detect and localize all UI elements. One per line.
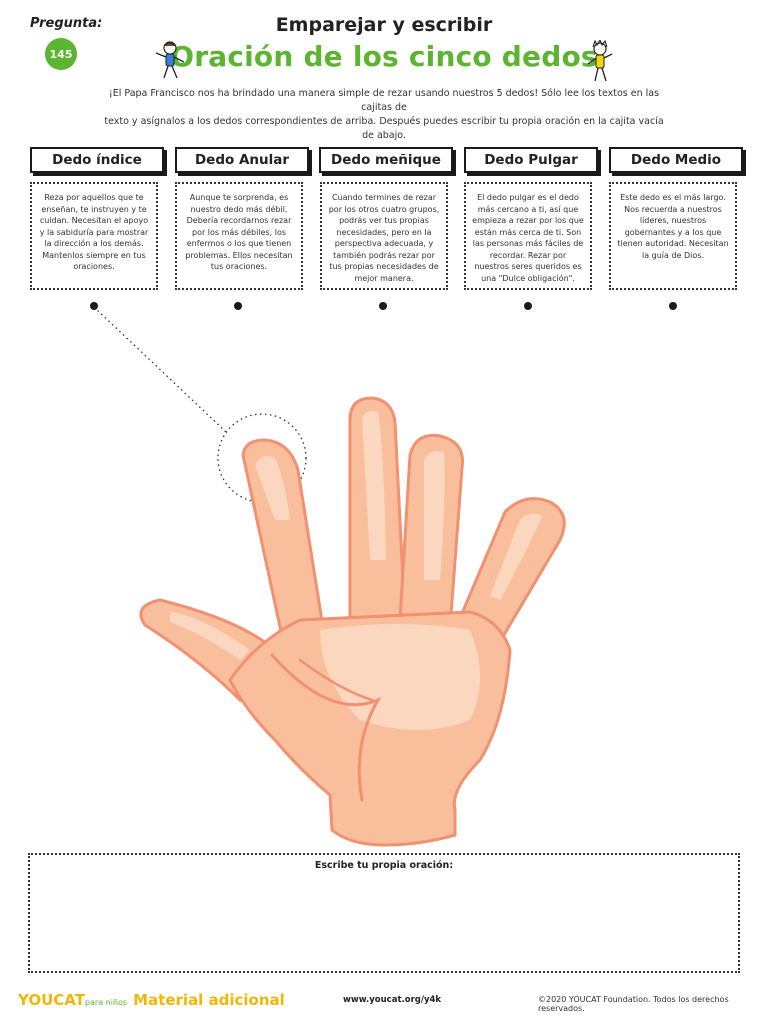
material-label: Material adicional [133,991,285,1009]
finger-text-box-1[interactable]: Reza por aquellos que te enseñan, te ins… [30,182,158,290]
page-title: Oración de los cinco dedos [170,40,598,73]
own-prayer-label: Escribe tu propia oración: [314,860,454,871]
instructions-line-2: texto y asígnalos a los dedos correspond… [104,116,664,141]
footer-url[interactable]: www.youcat.org/y4k [343,995,442,1005]
connector-dot-3[interactable] [379,302,387,310]
finger-label-1[interactable]: Dedo índice [30,147,164,173]
footer-copyright: ©2020 YOUCAT Foundation. Todos los derec… [538,995,729,1013]
youcat-logo: YOUCAT [18,991,85,1009]
connector-dot-5[interactable] [669,302,677,310]
connector-dot-4[interactable] [524,302,532,310]
finger-text-box-4[interactable]: El dedo pulgar es el dedo más cercano a … [464,182,592,290]
finger-label-5[interactable]: Dedo Medio [609,147,743,173]
finger-label-2[interactable]: Dedo Anular [175,147,309,173]
own-prayer-writing-area[interactable] [28,853,740,973]
example-connector-line [93,306,227,433]
kid-figure-left-icon [155,41,185,79]
question-label: Pregunta: [30,16,103,31]
finger-text-box-2[interactable]: Aunque te sorprenda, es nuestro dedo más… [175,182,303,290]
connector-dot-1[interactable] [90,302,98,310]
youcat-logo-suffix: para niños [84,998,128,1007]
kid-figure-right-icon [587,40,613,82]
footer-brand: YOUCATpara niños Material adicional [18,991,285,1009]
example-target-circle [217,413,307,503]
question-number-badge: 145 [45,38,77,70]
finger-text-box-3[interactable]: Cuando termines de rezar por los otros c… [320,182,448,290]
instructions-line-1: ¡El Papa Francisco nos ha brindado una m… [108,88,660,113]
connector-dot-2[interactable] [234,302,242,310]
hand-shape [139,396,566,847]
hand-illustration [93,306,566,847]
page-subtitle: Emparejar y escribir [275,14,493,36]
instructions: ¡El Papa Francisco nos ha brindado una m… [100,87,668,143]
finger-label-4[interactable]: Dedo Pulgar [464,147,598,173]
finger-label-3[interactable]: Dedo meñique [319,147,453,173]
finger-text-box-5[interactable]: Este dedo es el más largo. Nos recuerda … [609,182,737,290]
